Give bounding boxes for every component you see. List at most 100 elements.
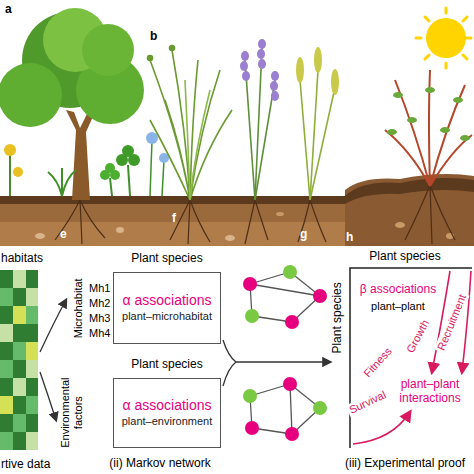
sun [466, 37, 471, 40]
data-strip [26, 432, 38, 450]
flow-arrows [40, 372, 56, 420]
sun [426, 18, 466, 58]
shrub [385, 70, 472, 186]
data-strip [26, 324, 38, 342]
data-strip [13, 360, 26, 378]
data-strip [13, 342, 26, 360]
sun [463, 17, 467, 21]
data-strip [0, 414, 13, 432]
data-strip [0, 360, 13, 378]
wheat [331, 69, 339, 95]
shrub [393, 92, 403, 98]
sun [416, 37, 421, 40]
axis-title: Plant species [131, 252, 202, 266]
sun [425, 17, 429, 21]
data-strip [26, 360, 38, 378]
lavender [245, 60, 255, 200]
roots [170, 200, 210, 244]
clover [100, 145, 140, 196]
yellow-flowers [4, 144, 23, 196]
markov-network [283, 265, 297, 279]
small-herb [48, 168, 76, 196]
association-box: α associationsplant–microhabitat [113, 272, 221, 344]
interaction-matrix [353, 271, 471, 444]
sun [425, 55, 429, 59]
markov-network [285, 427, 299, 441]
grass-tuft [170, 46, 175, 51]
lavender [245, 48, 275, 200]
row-label: Mh3 [89, 312, 110, 325]
association-heading: α associations [122, 292, 211, 310]
axis-title: Microhabitat [72, 278, 85, 338]
soil [0, 174, 474, 246]
shrub [385, 70, 472, 186]
small-herb [48, 168, 76, 196]
callout-letter: g [300, 228, 307, 242]
axis-title: Plant species [331, 282, 345, 353]
grass-tuft [148, 46, 233, 201]
blue-flowers [150, 140, 152, 196]
tree [66, 108, 96, 200]
shrub [387, 87, 470, 141]
interaction-matrix [350, 268, 472, 448]
roots [55, 200, 105, 244]
clover [128, 165, 130, 196]
association-type: plant–environment [122, 415, 213, 429]
shrub [425, 87, 435, 93]
sun [416, 8, 471, 68]
data-strip [13, 324, 26, 342]
lavender [258, 59, 266, 69]
data-strip [26, 396, 38, 414]
association-heading: β associations [360, 283, 436, 297]
soil [395, 222, 405, 228]
panel-caption: rtive data [1, 458, 50, 472]
row-label: Mh4 [89, 327, 110, 340]
shrub [387, 129, 397, 135]
clover [122, 145, 134, 157]
process-label: Survival [346, 387, 390, 417]
lavender [242, 71, 250, 81]
markov-network [250, 284, 320, 296]
callout-letter: f [172, 212, 176, 226]
association-type: plant–plant [371, 300, 425, 313]
tree [82, 24, 134, 76]
grass-tuft [150, 50, 232, 200]
interaction-matrix [462, 271, 471, 372]
axis-title: Plant species [131, 358, 202, 372]
data-strip [0, 432, 13, 450]
row-label: Mh2 [89, 297, 110, 310]
row-label: Mh1 [89, 282, 110, 295]
markov-network [243, 389, 257, 403]
data-strip [0, 342, 13, 360]
tree [0, 63, 62, 127]
soil [225, 235, 235, 241]
blue-flowers [146, 132, 158, 144]
roots [405, 185, 455, 244]
tree [0, 8, 144, 200]
markov-network [250, 272, 320, 434]
data-strip [26, 378, 38, 396]
grass-tuft [185, 80, 210, 200]
data-strip [0, 396, 13, 414]
wheat [300, 80, 310, 200]
data-strip [13, 396, 26, 414]
data-strip [13, 378, 26, 396]
markov-network [285, 315, 299, 329]
flow-arrows [223, 362, 236, 386]
panel-caption: (ii) Markov network [109, 457, 210, 471]
data-strip [13, 306, 26, 324]
markov-network [243, 265, 327, 441]
flow-arrows [40, 300, 66, 352]
panel-title: habitats [1, 252, 43, 266]
shrub [460, 135, 470, 141]
markov-network [313, 289, 327, 303]
shrub [407, 117, 417, 123]
blue-flowers [146, 132, 169, 196]
yellow-flowers [9, 150, 11, 196]
wheat [300, 70, 334, 200]
lavender [271, 71, 279, 81]
data-strip [13, 414, 26, 432]
sun [445, 63, 448, 68]
association-box: α associationsplant–environment [113, 378, 221, 448]
yellow-flowers [4, 144, 16, 156]
